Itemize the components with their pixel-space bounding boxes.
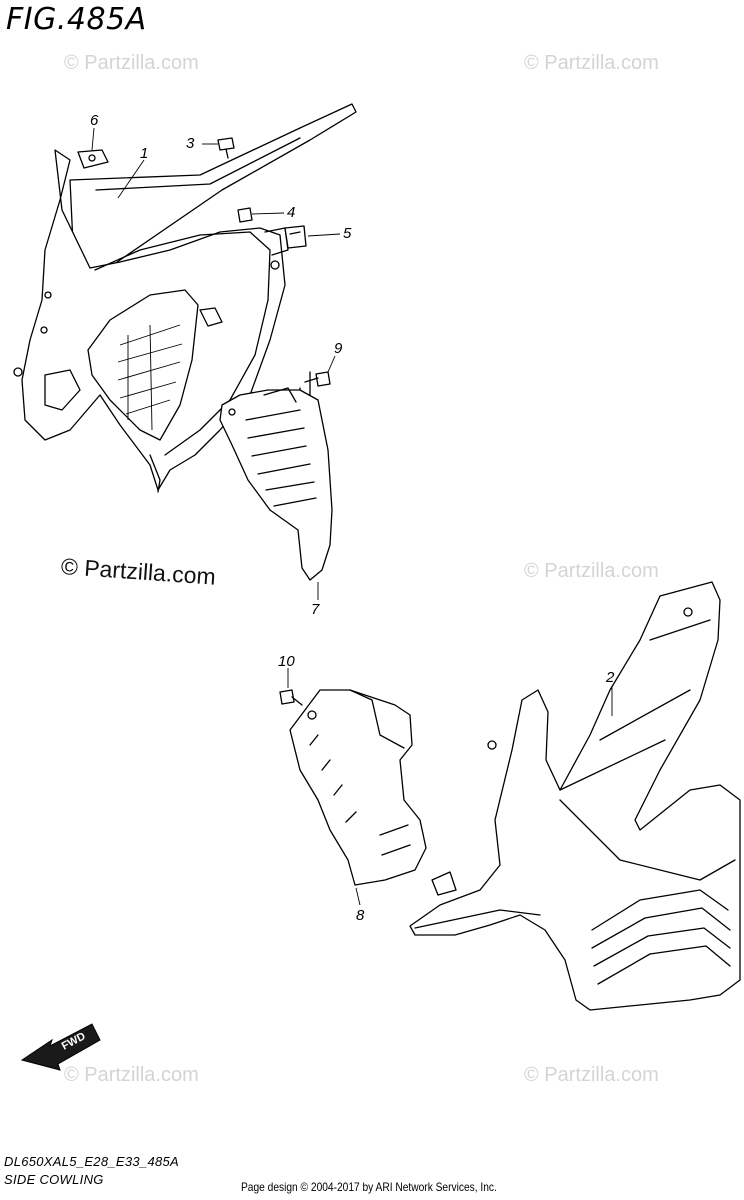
part-8-lower-bracket	[289, 689, 427, 886]
callout-2: 2	[606, 669, 615, 686]
callout-9: 9	[334, 340, 343, 357]
figure-title: FIG.485A	[6, 2, 147, 37]
part-3-screw	[217, 137, 235, 159]
callout-3: 3	[186, 135, 195, 152]
part-10-screw	[279, 689, 303, 706]
callout-7: 7	[311, 601, 320, 618]
callout-4: 4	[287, 204, 296, 221]
fwd-direction-arrow: FWD	[20, 1023, 101, 1071]
part-5-clip-nut	[284, 225, 307, 249]
part-1-side-cowling-upper	[13, 103, 357, 493]
credit-line: Page design © 2004-2017 by ARI Network S…	[241, 1180, 497, 1194]
part-6-nut-plate	[77, 149, 109, 169]
callout-1: 1	[140, 145, 149, 162]
watermark-top-left: © Partzilla.com	[64, 52, 199, 74]
watermark-bottom-right: © Partzilla.com	[524, 1064, 659, 1086]
watermark-bottom-left: © Partzilla.com	[64, 1064, 199, 1086]
callout-8: 8	[356, 907, 365, 924]
model-code: DL650XAL5_E28_E33_485A	[4, 1154, 180, 1169]
part-2-side-cowling-lower	[409, 581, 741, 1011]
leader-lines	[91, 127, 613, 906]
section-name: SIDE COWLING	[4, 1172, 104, 1187]
watermark-mid-right: © Partzilla.com	[524, 560, 659, 582]
callout-10: 10	[278, 653, 295, 670]
callout-6: 6	[90, 112, 99, 129]
watermark-top-right: © Partzilla.com	[524, 52, 659, 74]
part-7-inner-bracket	[219, 387, 333, 581]
part-4-bolt	[237, 207, 253, 223]
callout-5: 5	[343, 225, 352, 242]
